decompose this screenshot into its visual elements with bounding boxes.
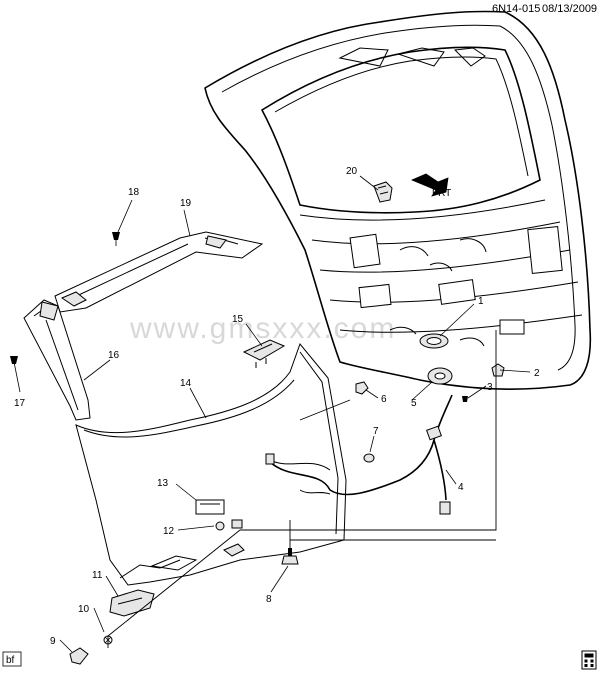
part-8-fastener — [281, 548, 299, 565]
callout-labels: 1 2 3 4 5 6 7 8 9 10 11 12 13 14 15 16 1… — [14, 166, 540, 647]
leader-lines — [13, 175, 531, 653]
bf-badge-label: bf — [6, 655, 15, 666]
part-13-bin — [195, 499, 225, 515]
callout-13: 13 — [157, 478, 169, 489]
callout-6: 6 — [381, 394, 387, 405]
calculator-icon — [581, 650, 597, 670]
callout-5: 5 — [411, 398, 417, 409]
callout-1: 1 — [478, 296, 484, 307]
part-4-wiring-harness — [265, 394, 453, 515]
part-11-latch — [109, 589, 155, 617]
part-14-trim-panel — [75, 343, 347, 586]
callout-10: 10 — [78, 604, 90, 615]
callout-14: 14 — [180, 378, 192, 389]
callout-12: 12 — [163, 526, 175, 537]
callout-3: 3 — [487, 382, 493, 393]
front-arrow-icon: FRT — [410, 173, 451, 199]
callout-16: 16 — [108, 350, 120, 361]
callout-4: 4 — [458, 482, 464, 493]
part-18-screw — [112, 232, 120, 246]
diagram-code: 6N14-015 — [492, 3, 540, 15]
part-9-cover — [69, 647, 89, 665]
callout-7: 7 — [373, 426, 379, 437]
part-5-grommet — [427, 367, 453, 385]
watermark: www.gmsxxx.com — [129, 312, 396, 345]
part-15-handle — [242, 339, 286, 368]
front-arrow-label: FRT — [432, 188, 451, 199]
part-2-clip — [491, 363, 505, 377]
bf-badge: bf — [2, 651, 22, 667]
callout-17: 17 — [14, 398, 26, 409]
diagram-date: 08/13/2009 — [542, 3, 597, 15]
callout-20: 20 — [346, 166, 358, 177]
part-16-side-trim — [23, 299, 91, 421]
part-20-bracket — [373, 181, 393, 203]
callout-18: 18 — [128, 187, 140, 198]
part-3-screw — [462, 396, 468, 402]
reference-lines — [107, 330, 497, 648]
part-12-plug — [215, 521, 225, 531]
part-7-clip — [363, 453, 375, 463]
callout-11: 11 — [92, 570, 103, 581]
callout-9: 9 — [50, 636, 56, 647]
callout-2: 2 — [534, 368, 540, 379]
callout-19: 19 — [180, 198, 192, 209]
part-19-upper-trim — [54, 231, 264, 313]
callout-15: 15 — [232, 314, 244, 325]
liftgate-panel: FRT — [204, 10, 592, 390]
part-17-clip — [10, 356, 18, 364]
part-6-clip — [355, 381, 369, 395]
callout-8: 8 — [266, 594, 272, 605]
part-1-lamp — [419, 333, 449, 349]
